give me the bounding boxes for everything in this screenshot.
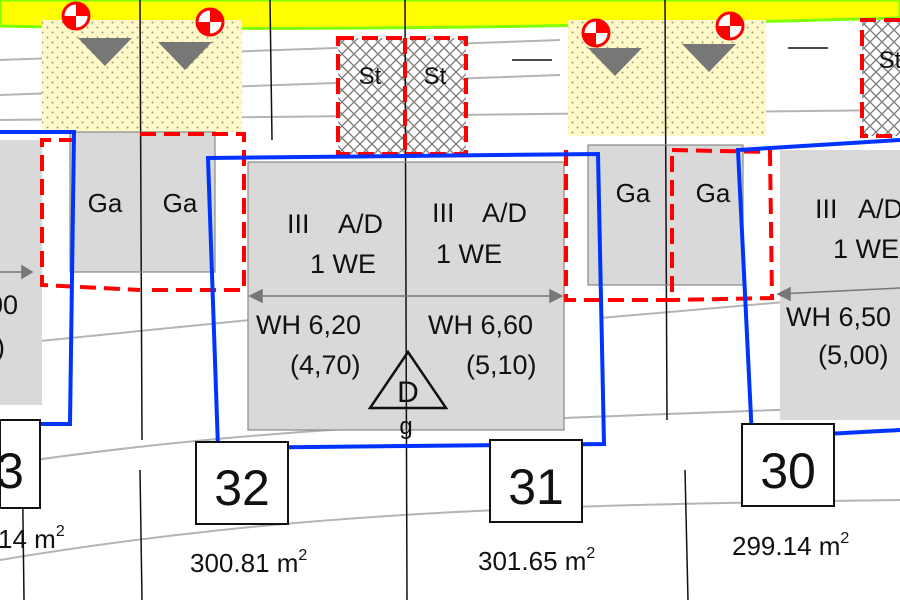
access-markers (61, 1, 745, 76)
garage-label: Ga (696, 178, 731, 208)
lot-number: 3 (0, 443, 24, 499)
lot-number-box (195, 441, 289, 525)
garage-zones (40, 18, 900, 302)
height-arrows (0, 264, 900, 304)
garage-label: Ga (163, 188, 198, 218)
triangle-icon (367, 349, 449, 410)
garage-footprint-1 (70, 132, 215, 272)
parcel-boundaries (21, 0, 689, 600)
parking-label: St (879, 47, 900, 74)
lot-area: 301.65 m2 (478, 545, 595, 576)
units-label: 1 WE (436, 239, 502, 269)
parking-area-1 (338, 38, 466, 154)
height-alt-label: ) (0, 332, 5, 362)
monument-letter: D (397, 376, 419, 409)
parking-label: St (424, 63, 447, 90)
roof-type-label: A/D (858, 194, 900, 224)
height-alt-label: (5,10) (466, 350, 537, 380)
height-label: WH 6,50 (786, 302, 891, 332)
height-label: WH 6,60 (428, 310, 533, 340)
building-annotation-32: III A/D 1 WE WH 6,20 (4,70) (256, 209, 383, 380)
lot-number-box (0, 419, 41, 509)
parking-label: St (359, 63, 382, 90)
height-alt-label: (4,70) (290, 350, 361, 380)
lot-number-box (489, 439, 583, 523)
garage-label: Ga (616, 178, 651, 208)
units-label: 1 WE (310, 249, 376, 279)
roof-type-label: A/D (338, 209, 383, 239)
storeys-label: III (432, 198, 455, 228)
garage-label: Ga (88, 188, 123, 218)
building-annotation-33: 00 ) (0, 290, 18, 362)
roof-type-label: A/D (482, 198, 527, 228)
lot-number-box (741, 423, 835, 507)
parking-area-2 (862, 20, 900, 136)
access-marker-icon (581, 18, 642, 76)
height-label: 00 (0, 290, 18, 320)
lot-area: 14 m2 (0, 523, 65, 554)
lot-area: 300.81 m2 (190, 547, 307, 578)
lot-area: 299.14 m2 (732, 530, 849, 561)
building-footprint-30 (780, 150, 900, 420)
storeys-label: III (815, 194, 838, 224)
building-annotation-30: III A/D 1 WE WH 6,50 (5,00) (786, 194, 900, 370)
access-marker-icon (61, 1, 132, 66)
storeys-label: III (287, 209, 310, 239)
monument-sublabel: g (399, 413, 412, 440)
building-annotation-31: III A/D 1 WE WH 6,60 (5,10) (428, 198, 537, 380)
monument-symbol: D g (367, 349, 449, 440)
stipple-area-1 (42, 20, 242, 132)
lot-number: 30 (760, 443, 816, 499)
height-alt-label: (5,00) (818, 340, 889, 370)
height-label: WH 6,20 (256, 310, 361, 340)
units-label: 1 WE (833, 234, 899, 264)
access-marker-icon (158, 7, 225, 70)
lot-number: 31 (508, 459, 564, 515)
lot-number: 32 (214, 460, 270, 516)
access-marker-icon (682, 11, 745, 72)
